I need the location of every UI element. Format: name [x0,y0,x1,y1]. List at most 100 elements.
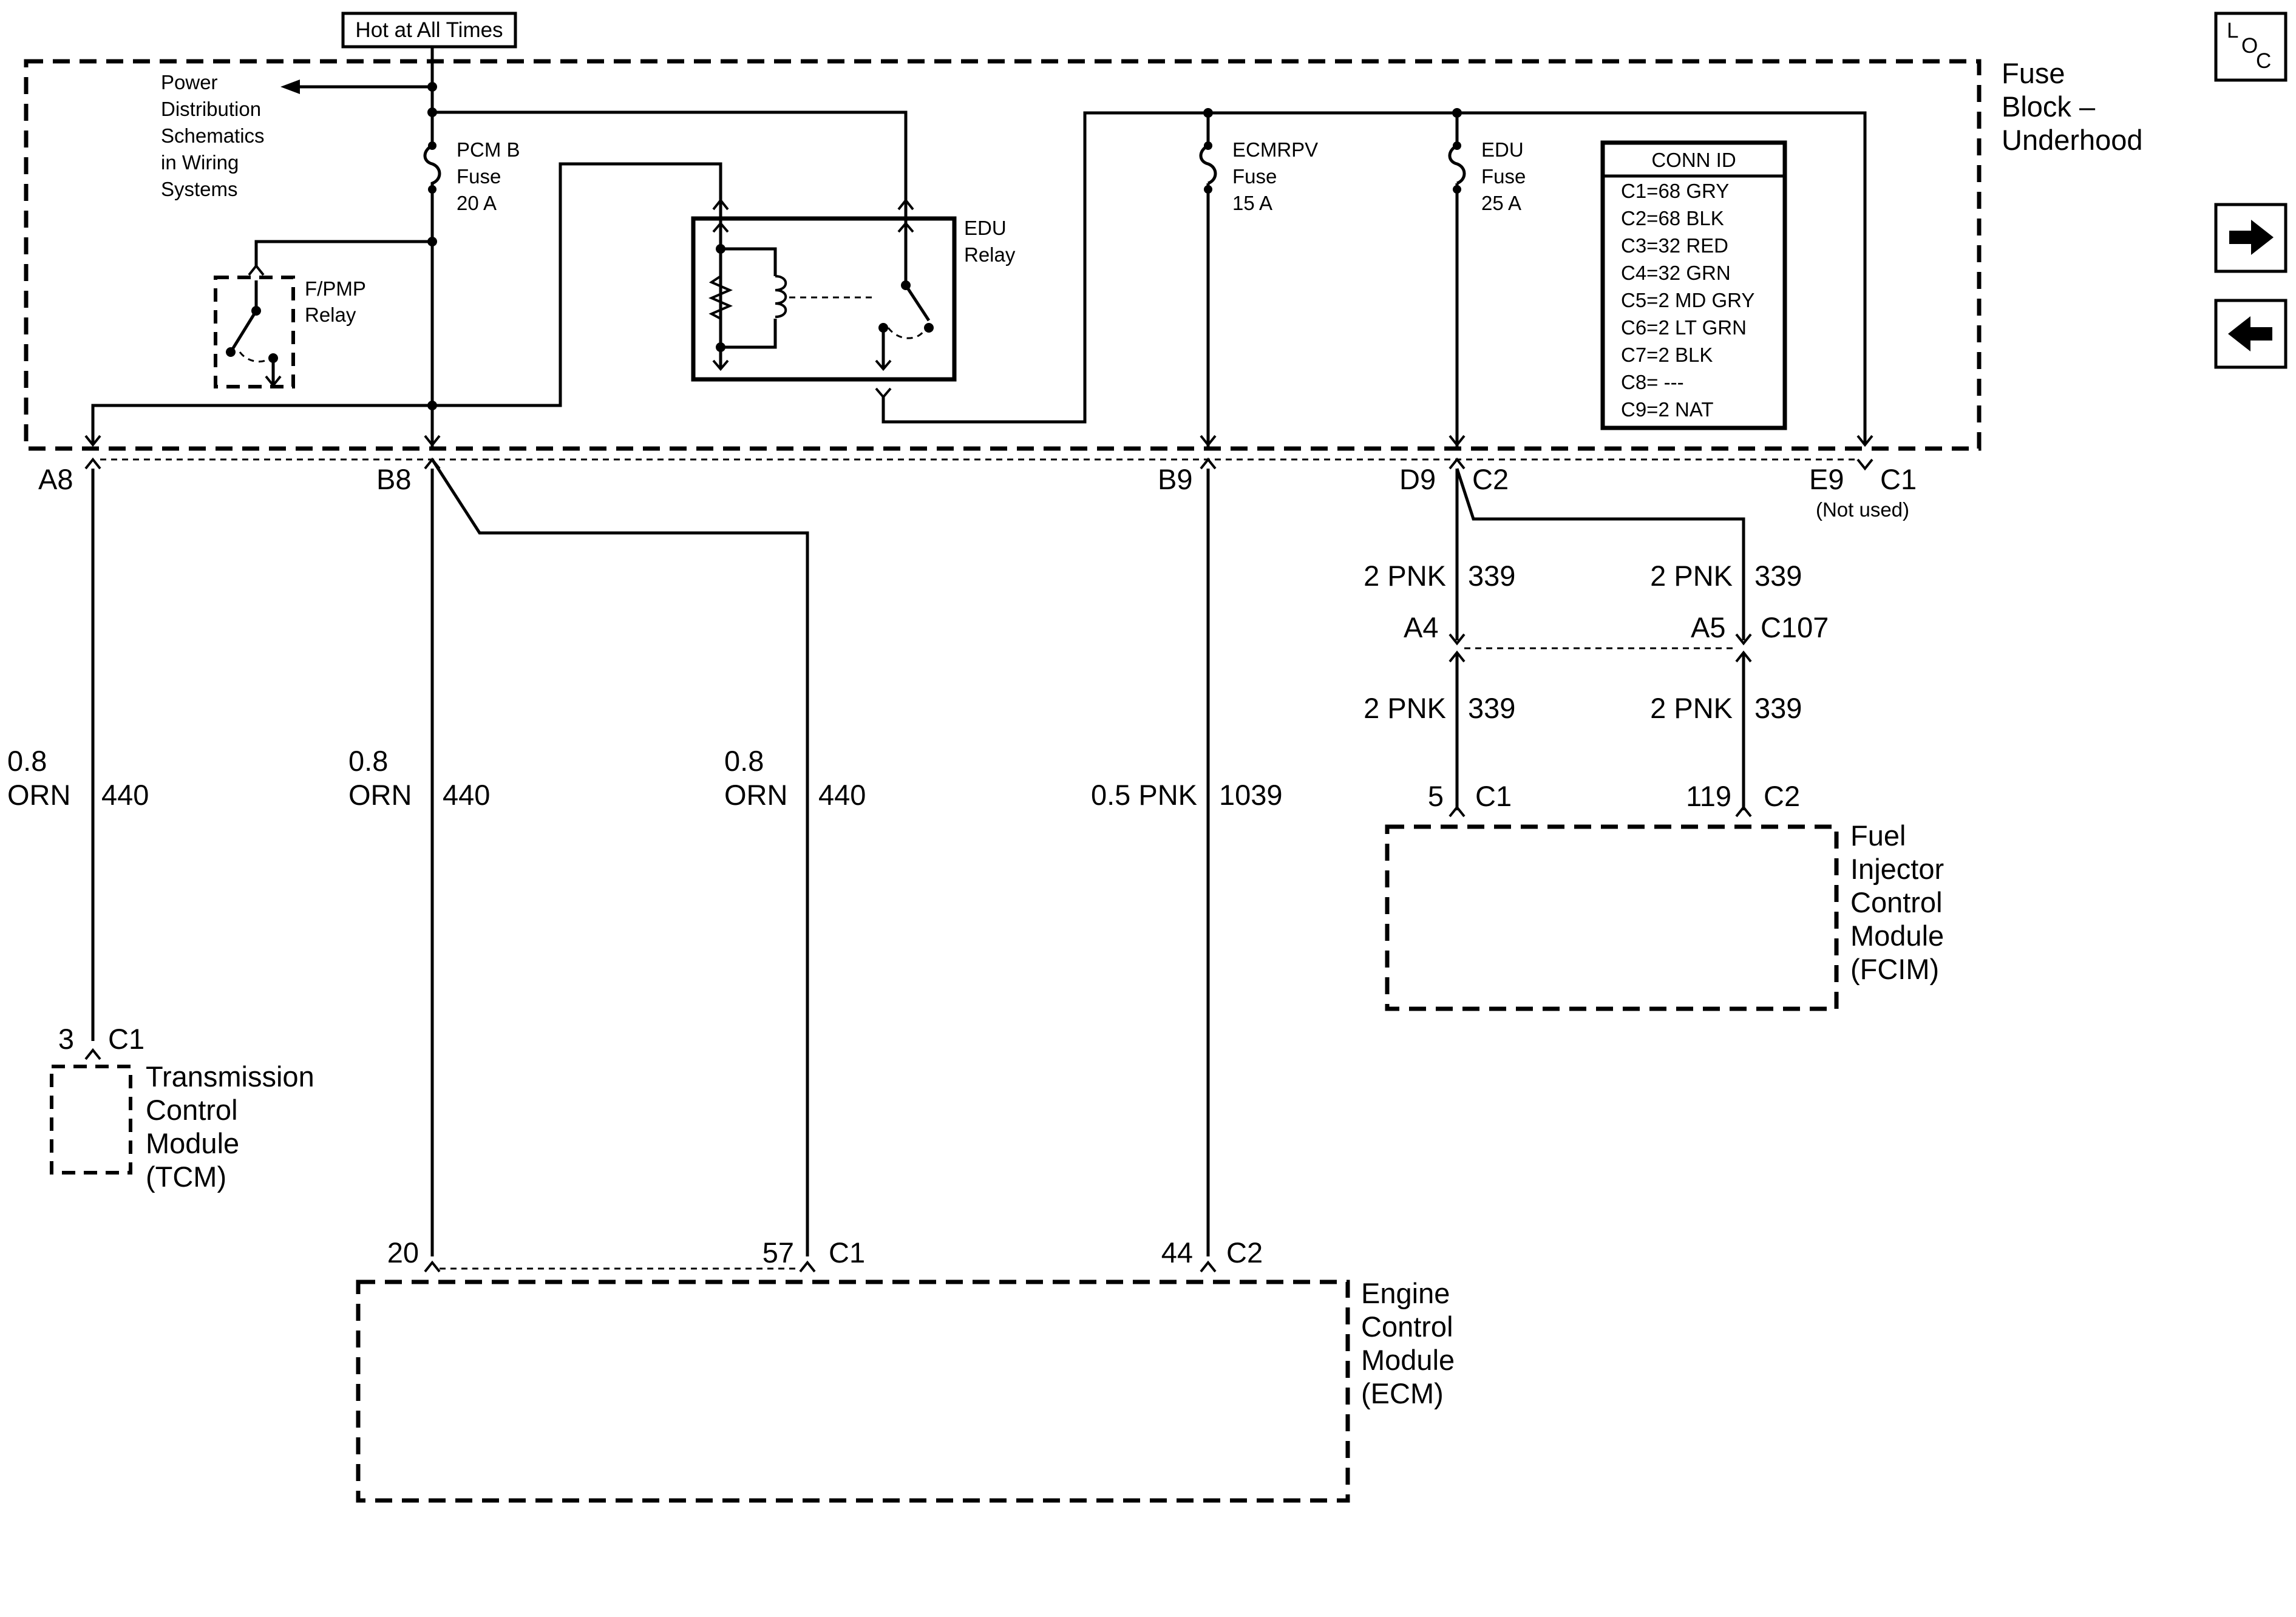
conn-id-row: C9=2 NAT [1621,398,1714,421]
pin-a8: A8 [38,463,73,495]
pin-a4: A4 [1404,611,1439,643]
ecm-label: (ECM) [1361,1377,1444,1409]
edu-fuse [1448,113,1466,449]
wire-circuit: 1039 [1219,779,1283,811]
main-feed [91,47,908,449]
fcim-conn-c2: C2 [1764,780,1800,812]
tcm-pin: 3 [58,1023,74,1055]
fuse-block-label-3: Underhood [2002,124,2143,156]
conn-id-row: C1=68 GRY [1621,180,1729,202]
fpmp-relay-label-1: F/PMP [305,277,366,300]
ecm-module-box [356,1280,1350,1503]
wire-circuit: 339 [1754,560,1802,592]
fcim-label: Control [1850,886,1943,918]
tcm-module-box [50,1065,132,1175]
wire-color: ORN [348,779,412,811]
next-page-button[interactable] [2214,203,2288,273]
arrow-left-icon [2228,316,2272,351]
fpmp-relay [214,263,295,388]
ecm-pin-20: 20 [387,1236,419,1269]
wire-size-color: 2 PNK [1364,692,1446,724]
conn-id-row: C6=2 LT GRN [1621,316,1747,339]
wire-color: ORN [724,779,787,811]
fuse-edu-type: Fuse [1481,165,1526,188]
wire-circuit: 440 [818,779,866,811]
fcim-conn-c1: C1 [1475,780,1512,812]
prev-page-button[interactable] [2214,299,2288,369]
pin-c107: C107 [1761,611,1829,643]
fuse-block-boundary [24,59,1982,451]
fpmp-relay-label-2: Relay [305,303,356,326]
ecm-label: Engine [1361,1277,1450,1309]
wire-size: 0.8 [348,745,388,777]
tcm-label: Control [146,1094,238,1126]
ecmrpv-fuse [1199,113,1217,449]
wire-circuit: 339 [1468,692,1515,724]
tcm-conn: C1 [108,1023,144,1055]
power-dist-line-3: Schematics [161,124,265,147]
fuse-edu-rating: 25 A [1481,192,1521,214]
wire-size: 0.8 [7,745,47,777]
pin-c2-top: C2 [1472,463,1509,495]
pin-c1-top: C1 [1880,463,1917,495]
fuse-pcmb-rating: 20 A [457,192,497,214]
edu-relay [691,108,1867,443]
conn-id-row: C2=68 BLK [1621,207,1724,229]
pin-b9: B9 [1158,463,1193,495]
tcm-label: Module [146,1127,239,1159]
conn-id-row: C3=32 RED [1621,234,1728,257]
wire-circuit: 339 [1754,692,1802,724]
conn-id-row: C7=2 BLK [1621,344,1713,366]
power-dist-line-2: Distribution [161,98,261,120]
ecm-conn-c2: C2 [1226,1236,1263,1269]
fcim-pin-5: 5 [1428,780,1444,812]
wire-circuit: 440 [101,779,149,811]
hot-at-all-times-label: Hot at All Times [355,18,503,42]
loc-letter-o: O [2241,34,2258,58]
pin-d9: D9 [1399,463,1436,495]
conn-id-table [1600,140,1787,430]
fcim-label: (FCIM) [1850,953,1939,985]
fcim-label: Module [1850,920,1944,952]
conn-id-title: CONN ID [1651,149,1736,171]
location-button[interactable]: L O C [2214,12,2288,82]
ecm-pin-44: 44 [1161,1236,1193,1269]
wire-size-color: 2 PNK [1364,560,1446,592]
fcim-module-box [1385,824,1839,1011]
fcim-pin-119: 119 [1686,780,1731,812]
ecm-pin-57: 57 [763,1236,794,1269]
fuse-block-label-2: Block – [2002,90,2096,123]
conn-id-row: C8= --- [1621,371,1684,393]
conn-id-row: C5=2 MD GRY [1621,289,1754,311]
ecm-label: Control [1361,1310,1453,1343]
fuse-pcmb-type: Fuse [457,165,501,188]
fuse-pcmb-name: PCM B [457,138,520,161]
pin-e9: E9 [1809,463,1844,495]
pin-b8: B8 [376,463,412,495]
wire-circuit: 339 [1468,560,1515,592]
loc-letter-c: C [2256,49,2271,73]
ecm-label: Module [1361,1344,1455,1376]
fuse-ecmrpv-name: ECMRPV [1232,138,1318,161]
circuit-wires [84,458,1752,1273]
power-dist-line-1: Power [161,71,218,93]
wire-size-color: 2 PNK [1650,560,1733,592]
hot-at-all-times-box [341,12,517,49]
fuse-block-label-1: Fuse [2002,57,2065,89]
wire-size: 0.8 [724,745,764,777]
edu-relay-label-1: EDU [964,217,1007,239]
wire-size-color: 0.5 PNK [1091,779,1197,811]
power-dist-line-4: in Wiring [161,151,239,174]
wire-size-color: 2 PNK [1650,692,1733,724]
pin-a5: A5 [1691,611,1726,643]
fuse-edu-name: EDU [1481,138,1524,161]
fuse-ecmrpv-rating: 15 A [1232,192,1272,214]
tcm-label: Transmission [146,1060,314,1093]
power-dist-line-5: Systems [161,178,238,200]
arrow-right-icon [2229,220,2274,255]
conn-id-row: C4=32 GRN [1621,262,1731,284]
fcim-label: Injector [1850,853,1944,885]
pin-not-used: (Not used) [1816,498,1909,521]
wire-color: ORN [7,779,70,811]
